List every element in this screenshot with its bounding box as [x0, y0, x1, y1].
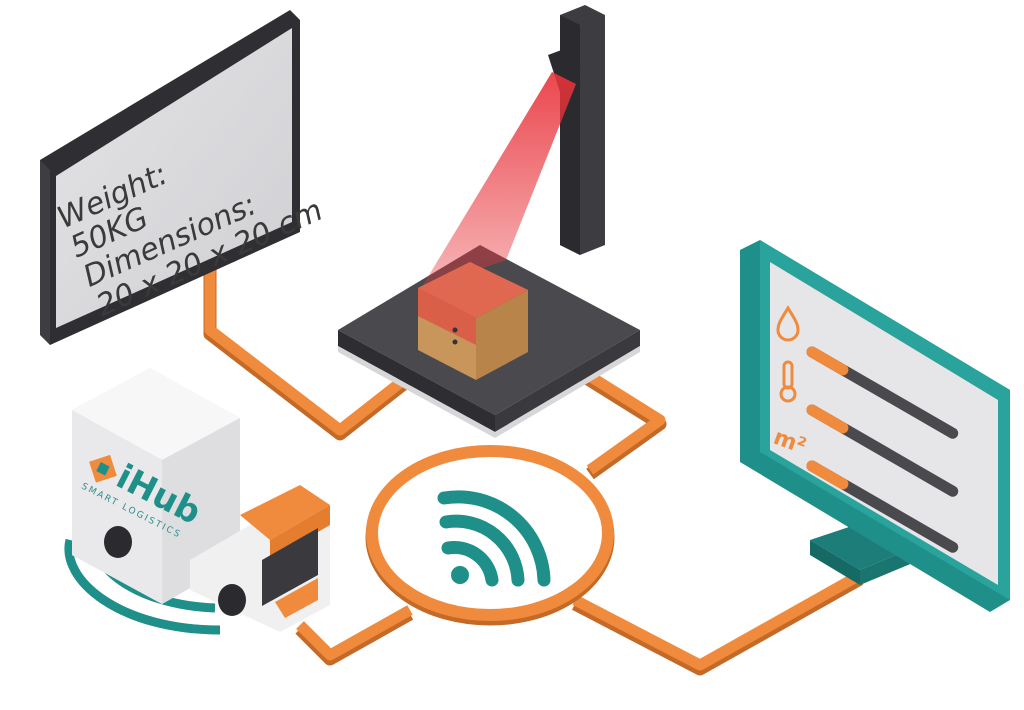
truck-to-hub-line	[296, 605, 413, 661]
monitor: m²	[740, 240, 1010, 612]
connection-lines	[203, 250, 864, 676]
scanner-station	[338, 5, 640, 438]
wifi-icon	[437, 490, 551, 587]
ihub-logo-icon	[89, 454, 117, 483]
hub-to-monitor-line	[572, 570, 863, 671]
sign-to-scanner-line	[204, 250, 414, 436]
delivery-truck: iHub SMART LOGISTICS	[64, 368, 330, 635]
scanner-to-hub-line	[577, 365, 666, 475]
wireless-hub	[365, 445, 615, 626]
parcel-box	[418, 262, 528, 380]
measurement-sign: Weight: 50KG Dimensions: 20 x 20 x 20 cm	[40, 10, 328, 345]
monitor-bar-fill-1	[806, 346, 849, 376]
monitor-level-bars	[806, 346, 959, 553]
laser-beam	[420, 72, 576, 290]
thermometer-icon	[779, 360, 797, 403]
water-drop-icon	[776, 305, 800, 342]
monitor-bar-fill-3	[806, 460, 849, 490]
monitor-bar-fill-2	[806, 404, 849, 434]
